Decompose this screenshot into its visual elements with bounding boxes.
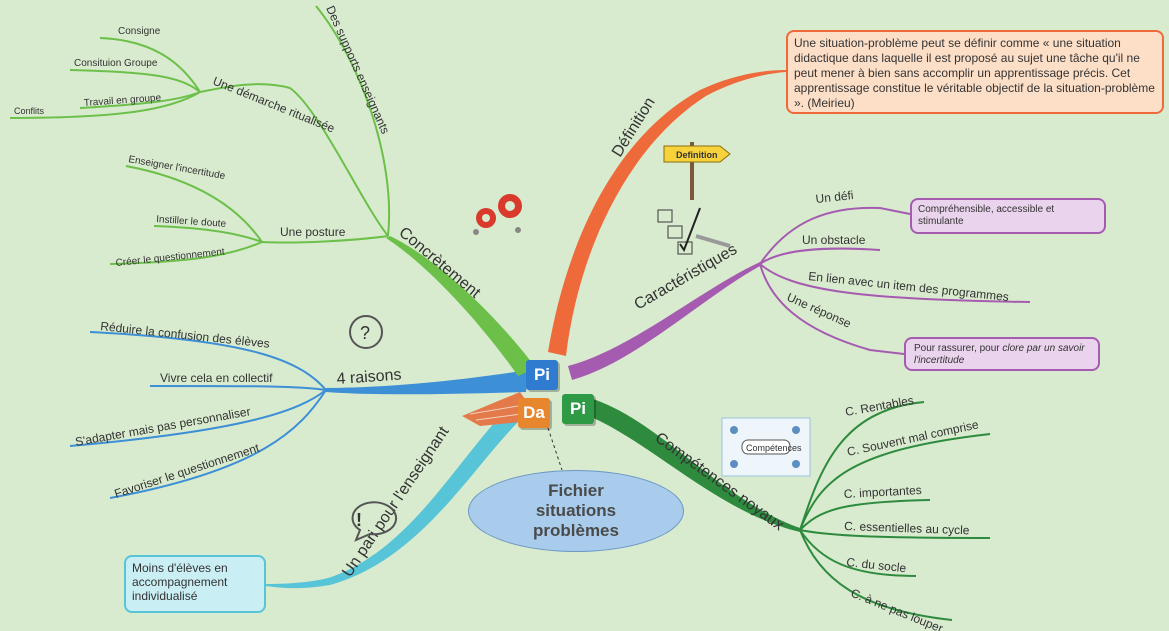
gears-icon xyxy=(473,194,522,235)
pari-note-callout: Moins d'élèves en accompagnement individ… xyxy=(124,555,266,613)
definition-signpost-icon: Definition xyxy=(663,142,731,200)
sub-branch-r3 xyxy=(69,389,327,447)
logo-cube-pi-right: Pi xyxy=(562,394,594,424)
branch-pari xyxy=(266,410,520,589)
demarche-item-4: Conflits xyxy=(14,106,45,116)
sub-branch-r4 xyxy=(109,389,327,499)
leaf-enseigner xyxy=(125,165,263,243)
central-topic-line-3: problèmes xyxy=(533,521,619,540)
central-topic-line-2: situations xyxy=(535,501,617,520)
demarche-item-3: Travail en groupe xyxy=(83,93,161,109)
checklist-icon xyxy=(657,207,731,255)
central-topic: Fichier situations problèmes xyxy=(468,470,684,552)
raison-1: Réduire la confusion des élèves xyxy=(100,319,271,351)
branch-caracteristiques-label: Caractéristiques xyxy=(632,241,741,314)
reponse-note-prefix: Pour rassurer, pour xyxy=(914,343,1003,354)
competence-1: C. Rentables xyxy=(844,393,915,419)
sub-branch-c2 xyxy=(799,433,991,531)
svg-text:!: ! xyxy=(356,510,362,530)
raison-2: Vivre cela en collectif xyxy=(160,371,273,385)
sub-branch-r1 xyxy=(89,331,327,391)
demarche-item-2: Consituion Groupe xyxy=(74,58,158,69)
logo-cube-da: Da xyxy=(518,398,550,428)
leaf-instiller xyxy=(153,225,263,243)
sub-branch-c5 xyxy=(799,529,917,577)
competences-badge-icon: Compétences xyxy=(721,417,811,477)
sub-branch-c4 xyxy=(799,529,991,539)
sub-branch-c3 xyxy=(799,499,931,531)
competence-4: C. essentielles au cycle xyxy=(844,519,970,537)
sub-branch-supports xyxy=(315,5,391,237)
defi-note-callout: Compréhensible, accessible et stimulante xyxy=(910,198,1106,234)
svg-text:?: ? xyxy=(360,323,370,343)
branch-caracteristiques xyxy=(568,262,760,380)
sub-branch-reponse xyxy=(759,263,905,355)
concretement-demarche: Une démarche ritualisée xyxy=(211,74,337,136)
leaf-conflits xyxy=(9,91,201,119)
leaf-creer xyxy=(109,241,263,265)
sub-branch-demarche xyxy=(199,83,389,237)
exclamation-bubble-icon: ! xyxy=(351,501,398,542)
item-obstacle: Un obstacle xyxy=(802,233,866,247)
definition-callout: Une situation-problème peut se définir c… xyxy=(786,30,1164,114)
sub-branch-c1 xyxy=(799,401,925,531)
competence-5: C. du socle xyxy=(846,555,907,575)
branch-concretement-label: Concrètement xyxy=(395,224,483,302)
item-reponse: Une réponse xyxy=(785,290,854,331)
branch-concretement xyxy=(386,236,536,376)
sub-branch-posture xyxy=(261,235,389,244)
branch-competences xyxy=(584,398,800,532)
sub-branch-c6 xyxy=(799,529,953,621)
posture-item-1: Enseigner l'incertitude xyxy=(127,154,226,182)
demarche-item-1: Consigne xyxy=(118,26,161,37)
concretement-posture: Une posture xyxy=(280,225,346,239)
sub-branch-defi xyxy=(759,206,911,265)
posture-item-3: Créer le questionnement xyxy=(115,247,225,269)
reponse-note-callout: Pour rassurer, pour clore par un savoir … xyxy=(904,337,1100,371)
sub-branch-r2 xyxy=(149,385,327,391)
branch-definition xyxy=(548,70,786,356)
competences-badge-text: Compétences xyxy=(746,443,802,453)
leaf-travail xyxy=(79,91,201,109)
sub-branch-programmes xyxy=(759,263,1031,303)
branch-raisons-label: 4 raisons xyxy=(336,367,402,388)
sub-branch-obstacle xyxy=(759,247,881,265)
question-circle-icon: ? xyxy=(349,315,383,349)
competence-6: C. à ne pas louper xyxy=(849,586,945,631)
leaf-consigne xyxy=(99,37,201,93)
definition-sign-text: Definition xyxy=(676,150,718,160)
raison-4: Favoriser le questionnement xyxy=(113,441,262,501)
posture-item-2: Instiller le doute xyxy=(156,214,227,230)
central-topic-line-1: Fichier xyxy=(548,481,604,500)
reponse-note-italic: clore par un savoir l'incertitude xyxy=(914,343,1085,366)
leaf-constitution xyxy=(69,69,201,93)
item-defi: Un défi xyxy=(815,188,854,206)
logo-cube-pi-top: Pi xyxy=(526,360,558,390)
concretement-supports: Des supports enseignants xyxy=(323,4,392,136)
competence-3: C. importantes xyxy=(843,483,922,501)
branch-raisons xyxy=(326,370,528,395)
center-connector xyxy=(547,427,563,471)
